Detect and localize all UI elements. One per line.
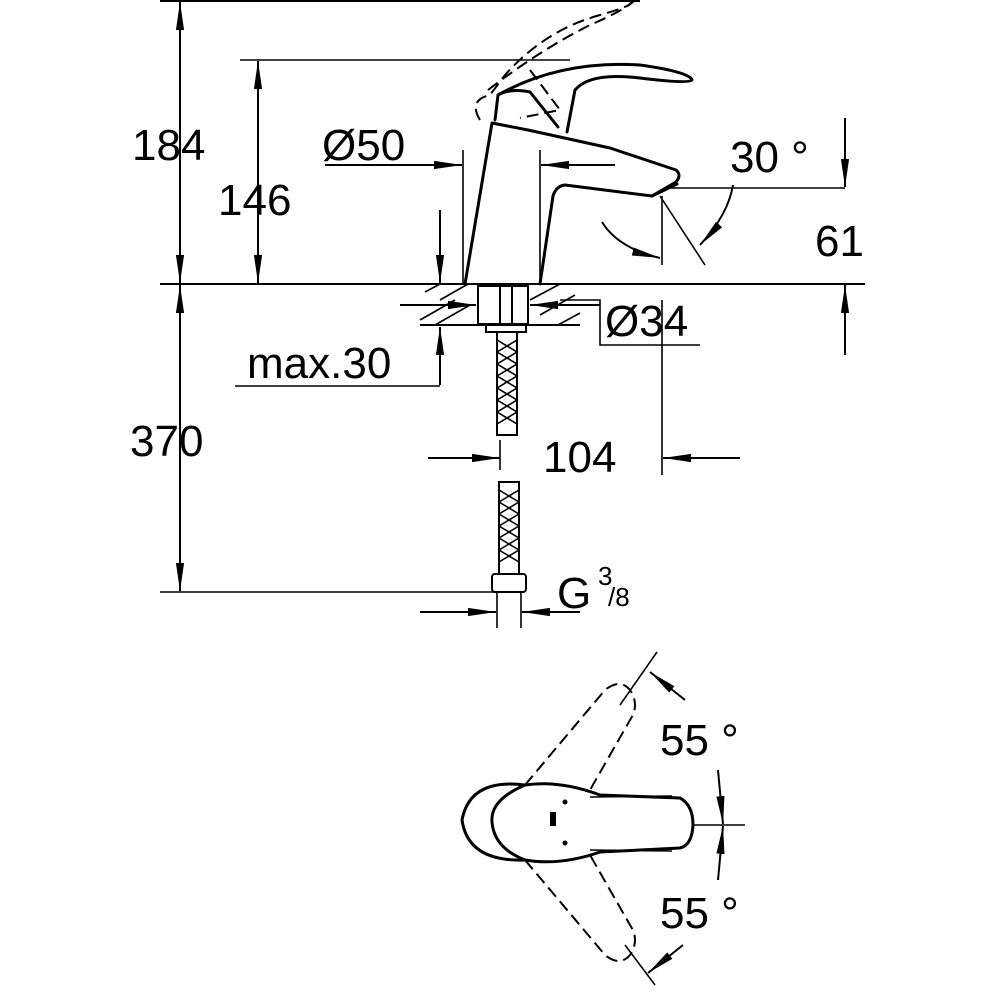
dim-hole-diameter: Ø34 bbox=[605, 297, 688, 346]
dim-lever-angle-upper: 55 ° bbox=[660, 716, 739, 765]
dimension-lines bbox=[175, 2, 850, 628]
dim-thread-numerator: 3 bbox=[598, 561, 612, 591]
dim-spout-angle: 30 ° bbox=[730, 133, 809, 182]
dim-spout-reach: 104 bbox=[543, 433, 616, 482]
dim-lever-angle-lower: 55 ° bbox=[660, 889, 739, 938]
dim-thread-letter: G bbox=[557, 569, 591, 618]
dim-outlet-height: 61 bbox=[815, 217, 864, 266]
dim-body-diameter: Ø50 bbox=[322, 121, 405, 170]
dim-spout-height: 146 bbox=[218, 176, 291, 225]
faucet-side-view bbox=[463, 0, 694, 286]
reference-lines bbox=[160, 0, 865, 593]
dim-max-deck-thickness: max.30 bbox=[247, 339, 391, 388]
deck-section bbox=[419, 283, 581, 333]
dim-hose-length: 370 bbox=[130, 417, 203, 466]
faucet-top-view bbox=[460, 651, 745, 986]
dim-total-height: 184 bbox=[132, 121, 205, 170]
dim-thread-denominator: /8 bbox=[608, 582, 630, 612]
hoses bbox=[491, 331, 527, 593]
